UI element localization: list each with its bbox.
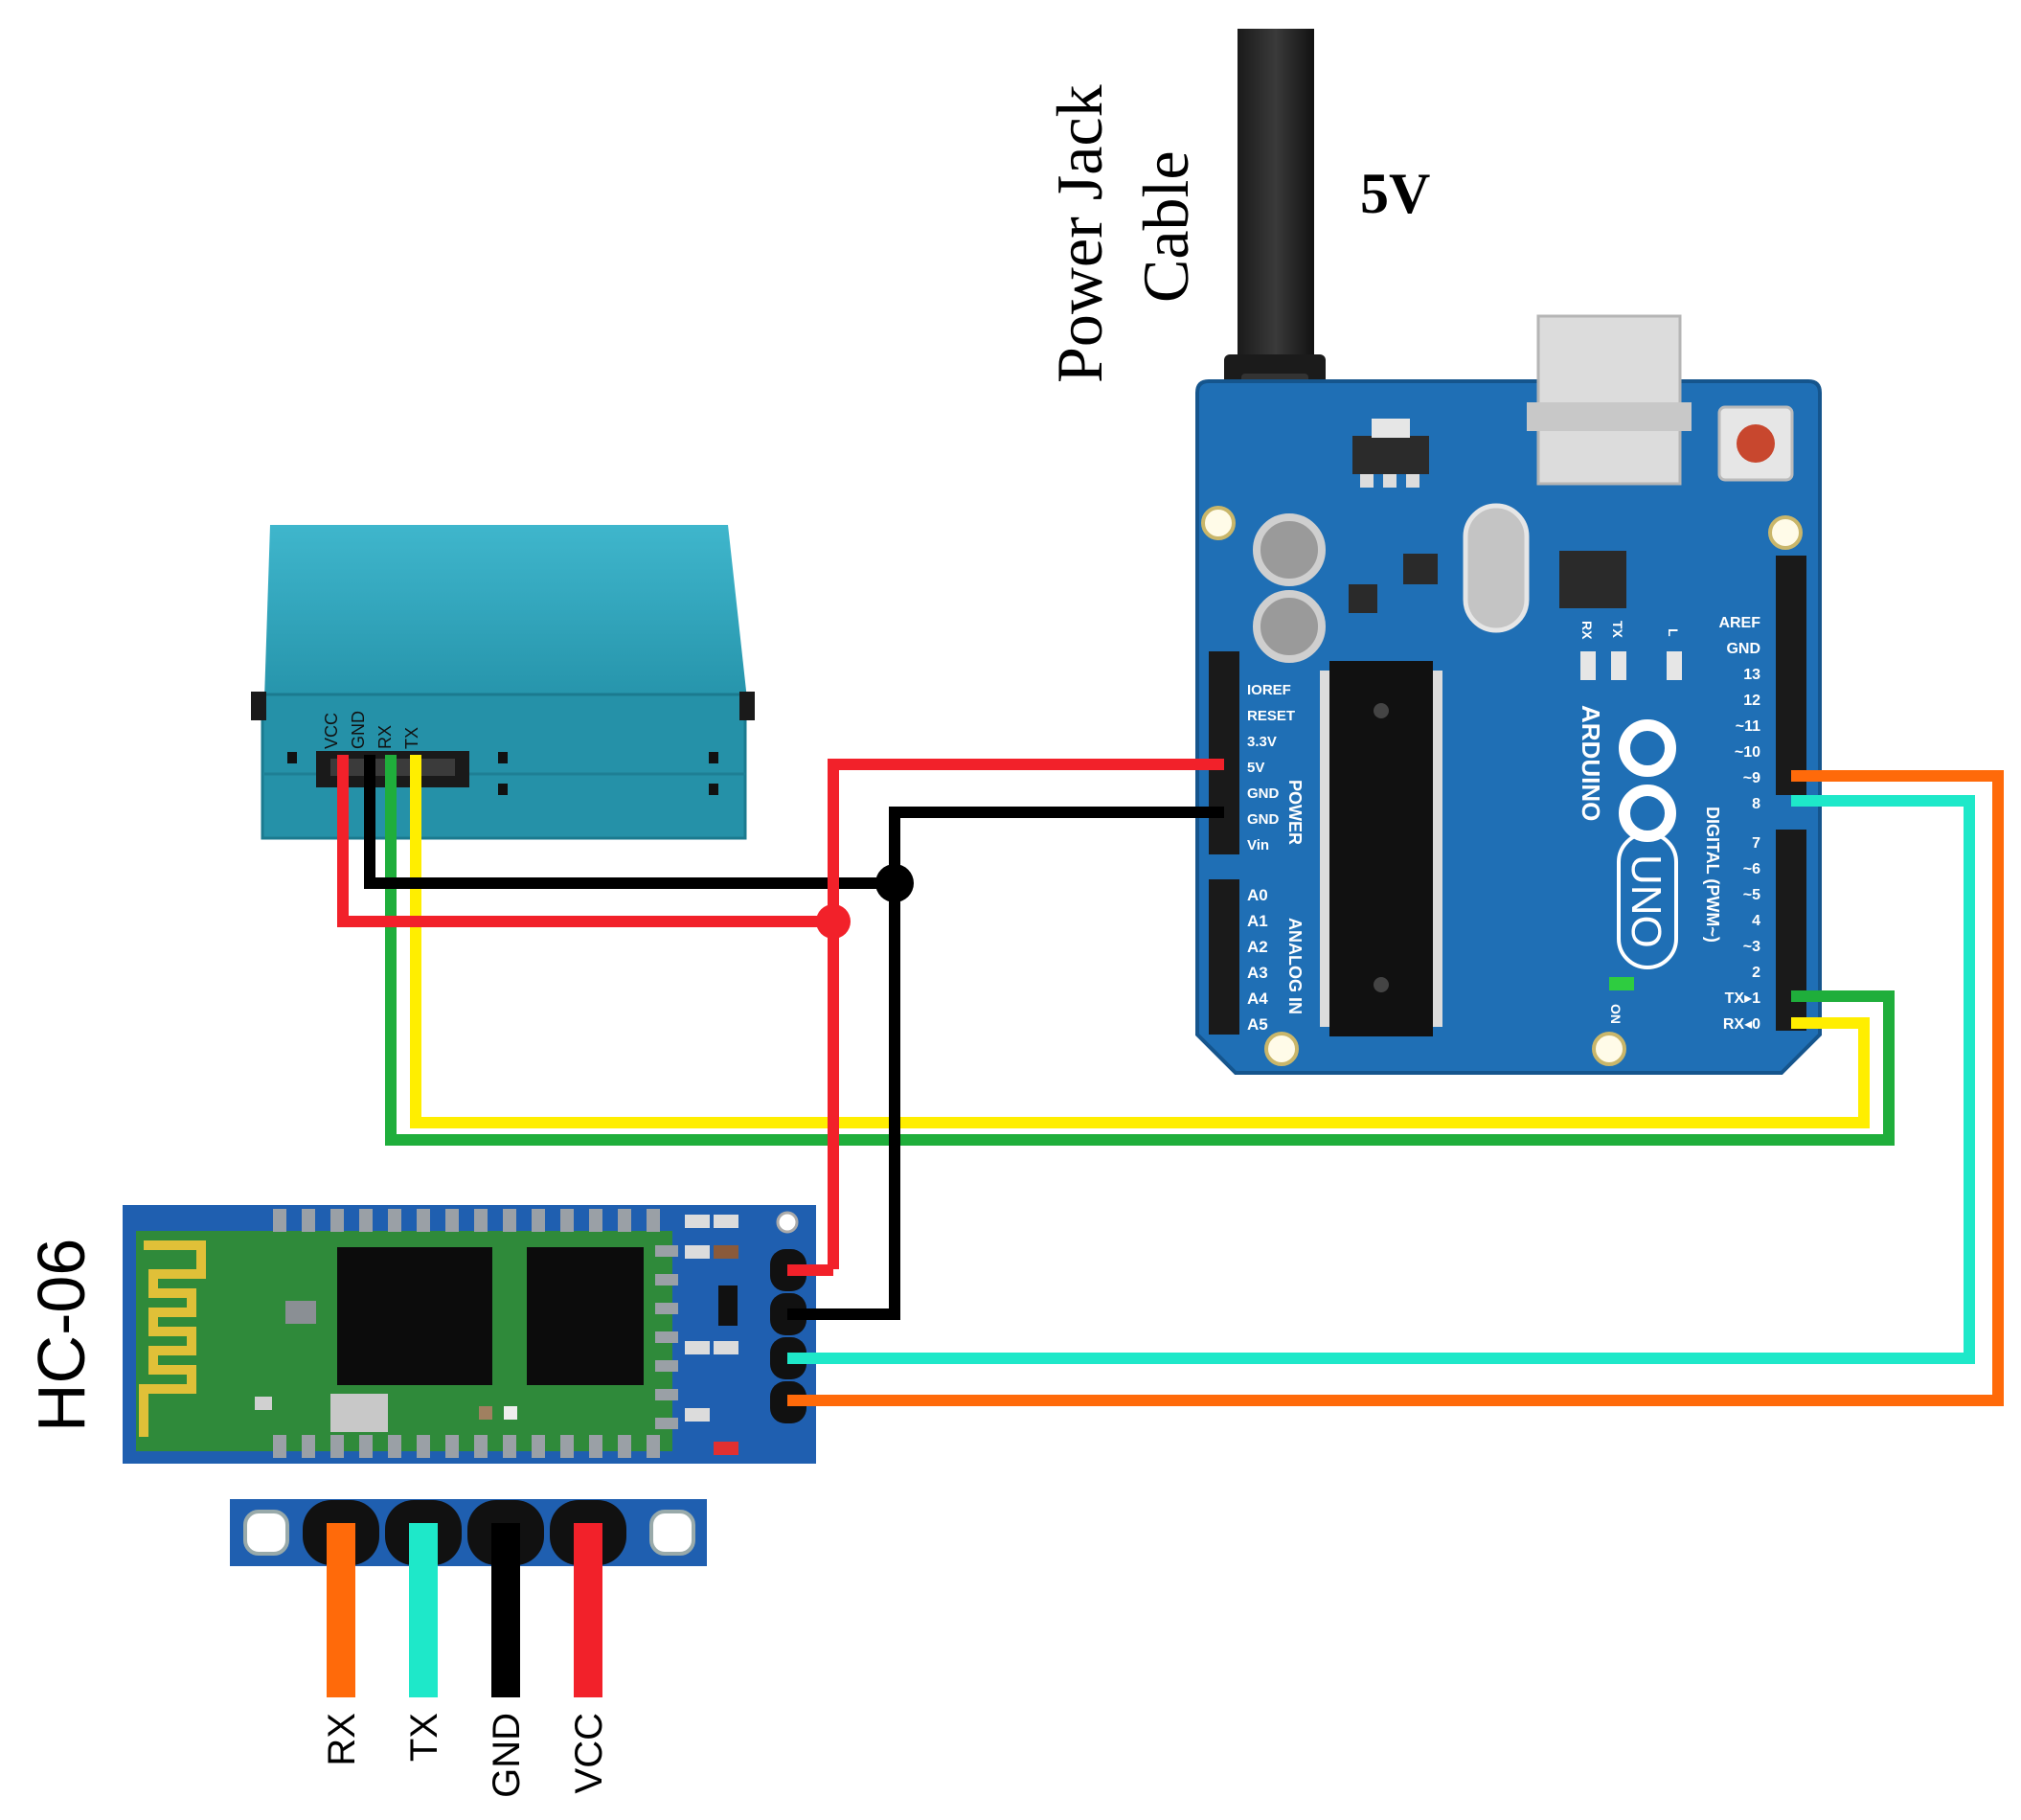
pin-label-3: ~3 — [1743, 939, 1760, 955]
digital-bottom-pin-labels: 7 ~6 ~5 4 ~3 2 TX▸1 RX◂0 — [1723, 835, 1760, 1033]
pin-label-12: 12 — [1743, 693, 1760, 709]
pin-label-a3: A3 — [1247, 964, 1268, 982]
pin-label-11: ~11 — [1736, 718, 1760, 735]
pin-label-13: 13 — [1743, 667, 1760, 683]
pin-label-ioref: IOREF — [1247, 682, 1291, 698]
sensor-pin-tx: TX — [402, 727, 421, 749]
pin-label-rx0: RX◂0 — [1723, 1016, 1760, 1033]
pin-label-gnd-2: GND — [1247, 811, 1280, 828]
wire-yellow — [410, 755, 1870, 1128]
arduino-on-label: ON — [1608, 1004, 1624, 1024]
analog-header-label: ANALOG IN — [1285, 918, 1305, 1014]
pin-label-reset: RESET — [1247, 708, 1295, 724]
pin-label-5: ~5 — [1743, 887, 1760, 903]
wire-black-sensor — [364, 755, 891, 889]
analog-pin-labels: A0 A1 A2 A3 A4 A5 — [1247, 886, 1268, 1034]
pin-label-10: ~10 — [1735, 744, 1760, 761]
pin-label-a1: A1 — [1247, 912, 1268, 930]
pin-label-gnd-1: GND — [1247, 785, 1280, 802]
arduino-brand-label: ARDUINO — [1577, 705, 1605, 821]
junction-red — [816, 904, 851, 939]
cable-label: Cable — [1129, 150, 1202, 303]
pin-label-gnd-digital: GND — [1726, 641, 1760, 657]
wire-cyan — [787, 795, 1975, 1364]
wire-red-sensor — [337, 755, 833, 927]
led-label-rx: RX — [1579, 621, 1595, 640]
pin-label-7: 7 — [1752, 835, 1760, 852]
sensor-pin-vcc: VCC — [322, 713, 341, 749]
wire-green — [385, 755, 1895, 1146]
wire-orange — [787, 770, 2004, 1406]
pin-label-vin: Vin — [1247, 837, 1269, 853]
sensor-pin-gnd: GND — [349, 711, 368, 749]
pin-label-a2: A2 — [1247, 938, 1268, 956]
hc06-pin-labels: RX TX GND VCC — [321, 1713, 610, 1798]
led-label-l: L — [1666, 628, 1681, 637]
pin-label-a4: A4 — [1247, 990, 1268, 1008]
pin-label-4: 4 — [1752, 913, 1760, 929]
pin-label-aref: AREF — [1718, 615, 1760, 631]
power-header-label: POWER — [1285, 780, 1305, 845]
hc06-pin-tx: TX — [403, 1713, 445, 1762]
wire-red-trunk — [828, 759, 1224, 1269]
arduino-model-label: UNO — [1623, 854, 1669, 948]
hc06-label: HC-06 — [24, 1239, 99, 1432]
led-label-tx: TX — [1610, 621, 1625, 639]
hc06-pin-header — [230, 1499, 707, 1566]
hc06-module — [123, 1205, 816, 1464]
pin-label-a0: A0 — [1247, 886, 1268, 904]
arduino-uno-board — [1195, 314, 1822, 1075]
sensor-pin-labels: VCC GND RX TX — [322, 711, 421, 749]
pin-label-2: 2 — [1752, 965, 1760, 981]
pin-label-6: ~6 — [1743, 861, 1760, 877]
wires — [327, 755, 2004, 1697]
digital-top-pin-labels: AREF GND 13 12 ~11 ~10 ~9 8 — [1718, 615, 1760, 812]
hc06-pin-rx: RX — [321, 1713, 363, 1766]
wire-black-trunk — [787, 807, 1224, 1320]
pin-label-8: 8 — [1752, 796, 1760, 812]
power-pin-labels: IOREF RESET 3.3V 5V GND GND Vin — [1247, 682, 1295, 853]
hc06-pin-vcc: VCC — [568, 1713, 610, 1793]
pin-label-5v: 5V — [1247, 760, 1264, 776]
voltage-label: 5V — [1360, 162, 1430, 225]
pin-label-a5: A5 — [1247, 1015, 1268, 1034]
hc06-pin-gnd: GND — [486, 1713, 528, 1798]
sensor-pin-rx: RX — [375, 725, 395, 749]
power-jack-label: Power Jack — [1043, 84, 1116, 383]
pin-label-9: ~9 — [1743, 770, 1760, 786]
pin-label-tx1: TX▸1 — [1725, 990, 1760, 1007]
arduino-logo — [1619, 719, 1676, 842]
dust-sensor — [251, 525, 755, 840]
digital-header-label: DIGITAL (PWM~) — [1703, 807, 1722, 943]
pin-label-3v3: 3.3V — [1247, 734, 1277, 750]
junction-black — [875, 864, 914, 902]
